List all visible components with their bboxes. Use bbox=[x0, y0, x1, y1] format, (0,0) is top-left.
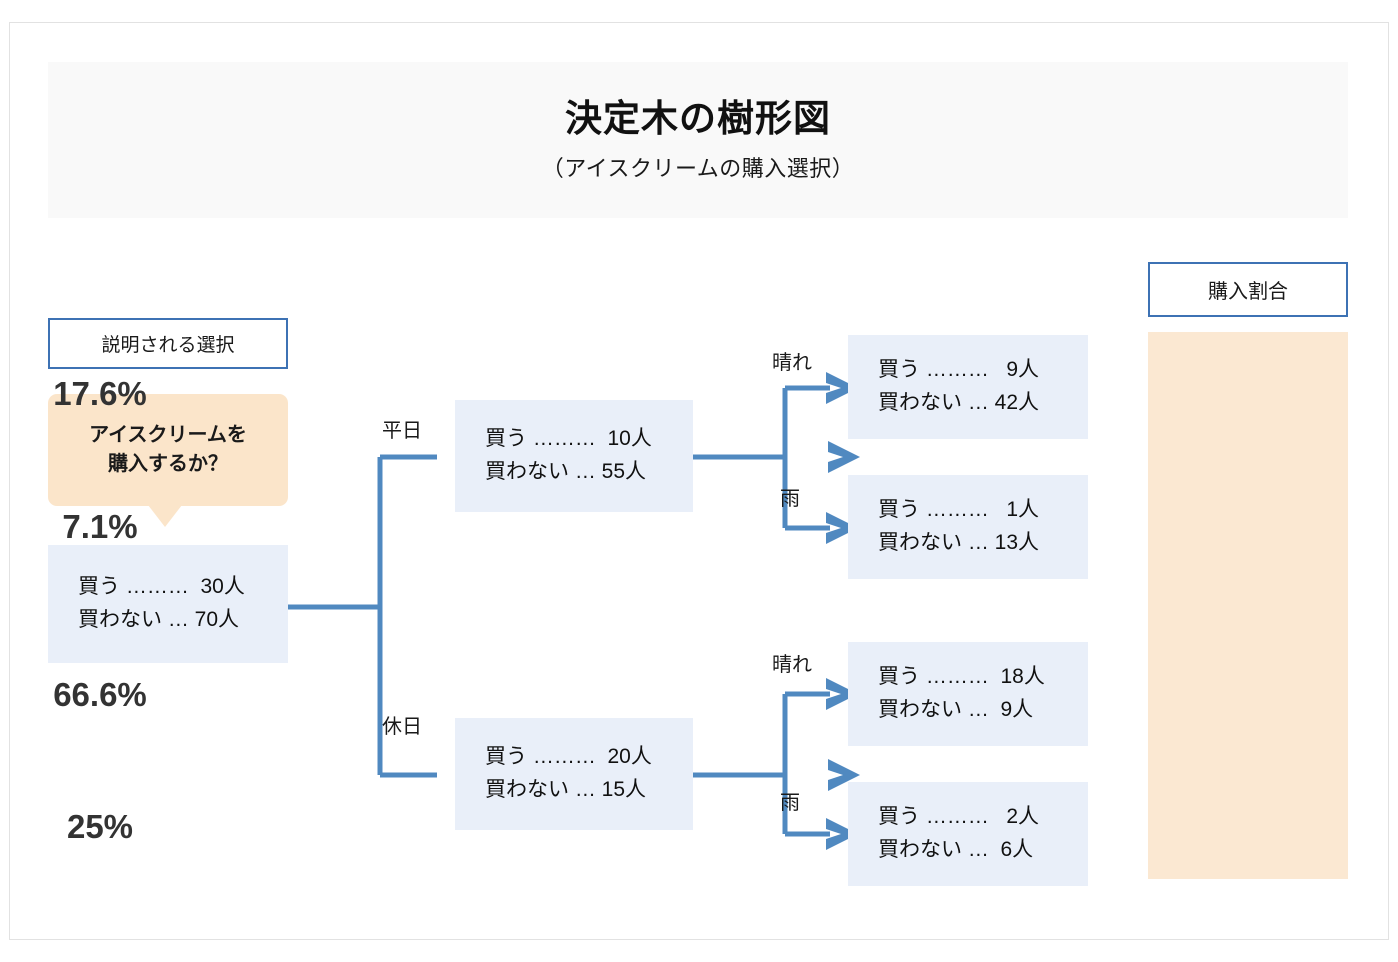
node-buy-count: 買う ……… 2人 bbox=[878, 805, 1040, 829]
tree-node-root: 買う ……… 30人 買わない … 70人 bbox=[48, 545, 288, 663]
ratio-panel bbox=[1148, 332, 1348, 879]
question-callout-line1: アイスクリームを bbox=[89, 424, 247, 446]
node-notbuy-count: 買わない … 9人 bbox=[878, 698, 1034, 721]
node-notbuy-count: 買わない … 42人 bbox=[878, 391, 1040, 414]
page-title: 決定木の樹形図 bbox=[565, 97, 831, 139]
ratio-header-text: 購入割合 bbox=[1208, 281, 1288, 303]
edge-label-holiday: 休日 bbox=[382, 716, 422, 738]
edge-label-sunny-holiday: 晴れ bbox=[772, 654, 812, 676]
node-notbuy-count: 買わない … 6人 bbox=[878, 838, 1034, 861]
ratio-value-holiday-sunny: 66.6% bbox=[53, 676, 147, 713]
question-callout-line2: 購入するか？ bbox=[108, 453, 228, 475]
tree-leaf-weekday-sunny: 買う ……… 9人 買わない … 42人 bbox=[848, 335, 1088, 439]
edge-label-rain-holiday: 雨 bbox=[780, 792, 800, 814]
explained-choice-text: 説明される選択 bbox=[101, 335, 235, 356]
edge-label-rain-weekday: 雨 bbox=[780, 488, 800, 510]
node-buy-count: 買う ……… 10人 bbox=[485, 427, 652, 451]
callout-pointer-icon bbox=[148, 505, 182, 527]
node-notbuy-count: 買わない … 55人 bbox=[485, 460, 647, 483]
node-notbuy-count: 買わない … 13人 bbox=[878, 531, 1040, 554]
tree-node-holiday: 買う ……… 20人 買わない … 15人 bbox=[455, 718, 693, 830]
node-buy-count: 買う ……… 20人 bbox=[485, 745, 652, 769]
edge-label-sunny-weekday: 晴れ bbox=[772, 352, 812, 374]
tree-leaf-holiday-rain: 買う ……… 2人 買わない … 6人 bbox=[848, 782, 1088, 886]
ratio-column-header: 購入割合 bbox=[1148, 262, 1348, 317]
tree-leaf-holiday-sunny: 買う ……… 18人 買わない … 9人 bbox=[848, 642, 1088, 746]
question-callout: アイスクリームを 購入するか？ bbox=[48, 394, 288, 506]
node-buy-count: 買う ……… 9人 bbox=[878, 358, 1040, 382]
explained-choice-label: 説明される選択 bbox=[48, 318, 288, 369]
ratio-value-weekday-rain: 7.1% bbox=[62, 508, 138, 545]
title-band: 決定木の樹形図 （アイスクリームの購入選択） bbox=[48, 62, 1348, 218]
edge-label-weekday: 平日 bbox=[382, 420, 422, 442]
tree-node-weekday: 買う ……… 10人 買わない … 55人 bbox=[455, 400, 693, 512]
node-buy-count: 買う ……… 18人 bbox=[878, 665, 1045, 689]
ratio-value-holiday-rain: 25% bbox=[66, 808, 134, 845]
ratio-value-weekday-sunny: 17.6% bbox=[53, 375, 147, 412]
node-notbuy-count: 買わない … 70人 bbox=[78, 608, 240, 631]
node-buy-count: 買う ……… 1人 bbox=[878, 498, 1040, 522]
node-notbuy-count: 買わない … 15人 bbox=[485, 778, 647, 801]
node-buy-count: 買う ……… 30人 bbox=[78, 575, 245, 599]
tree-leaf-weekday-rain: 買う ……… 1人 買わない … 13人 bbox=[848, 475, 1088, 579]
page-subtitle: （アイスクリームの購入選択） bbox=[541, 156, 855, 182]
